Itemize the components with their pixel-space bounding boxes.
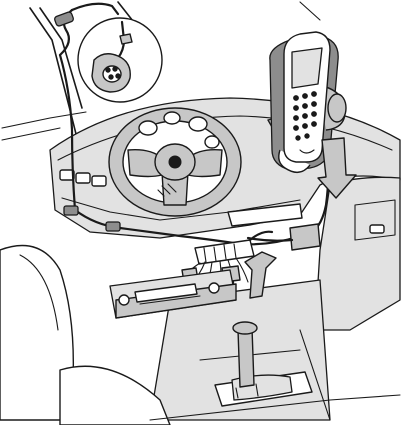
harness-clip-2 bbox=[106, 222, 120, 231]
radio-knob-left bbox=[119, 295, 129, 305]
microphone-clip bbox=[54, 11, 74, 27]
microphone-inset bbox=[78, 18, 162, 102]
door-switch bbox=[370, 225, 384, 233]
dash-switch-3 bbox=[92, 176, 106, 186]
radio-knob-right bbox=[209, 283, 219, 293]
junction-box bbox=[290, 224, 320, 250]
shifter-stick bbox=[238, 328, 254, 387]
steering-wheel bbox=[109, 108, 241, 216]
right-door-panel bbox=[315, 177, 400, 330]
phone-screen bbox=[292, 48, 322, 88]
driver-seat bbox=[0, 246, 170, 425]
shifter-knob bbox=[233, 322, 257, 334]
harness-clip-1 bbox=[64, 206, 78, 215]
dash-switch-2 bbox=[76, 173, 90, 183]
